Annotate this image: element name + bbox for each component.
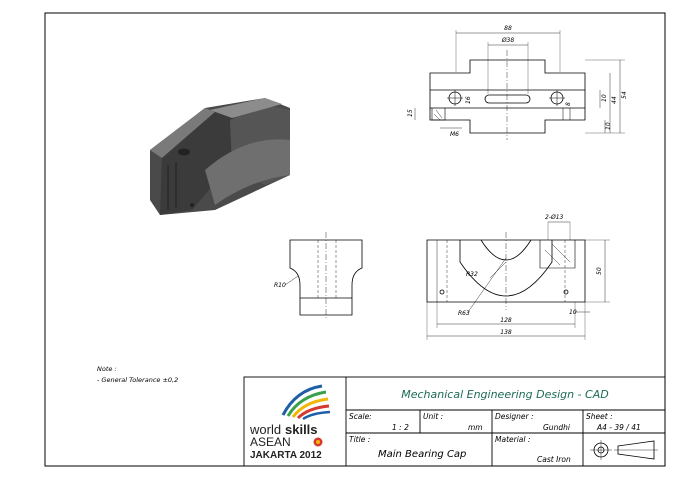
dim-small-b: 16 <box>465 96 472 104</box>
isometric-view <box>150 98 290 215</box>
designer-label: Designer : <box>495 412 534 421</box>
dim-front-r32: R32 <box>466 271 478 278</box>
dim-top-h3: 54 <box>621 91 628 99</box>
dim-side-radius: R10 <box>274 282 286 289</box>
svg-text:world: world <box>249 422 281 437</box>
note-heading: Note : <box>97 365 117 373</box>
title-value: Main Bearing Cap <box>378 449 466 460</box>
unit-label: Unit : <box>423 412 443 421</box>
dim-top-bottom: 10 <box>605 122 612 130</box>
front-view <box>426 221 610 340</box>
title-label: Title : <box>349 435 370 444</box>
scale-label: Scale: <box>349 412 372 421</box>
dim-front-holes: 2-Ø13 <box>545 214 564 221</box>
note-line: - General Tolerance ±0,2 <box>97 376 178 384</box>
dim-top-width: 88 <box>504 25 512 32</box>
dim-top-h1: 10 <box>601 94 608 102</box>
designer-value: Gundhi <box>543 423 571 432</box>
dim-front-128: 128 <box>500 317 512 324</box>
sheet-value: A4 - 39 / 41 <box>596 423 641 432</box>
dim-left-15: 15 <box>407 109 414 117</box>
material-value: Cast Iron <box>537 455 571 464</box>
project-title: Mechanical Engineering Design - CAD <box>401 388 609 401</box>
top-view <box>414 30 625 140</box>
dim-front-10: 10 <box>569 309 577 316</box>
svg-text:JAKARTA 2012: JAKARTA 2012 <box>250 450 322 461</box>
worldskills-logo: world skills ASEAN JAKARTA 2012 <box>249 384 331 461</box>
dim-front-138: 138 <box>500 329 512 336</box>
dim-thread: M6 <box>450 131 459 138</box>
dim-front-r63: R63 <box>458 310 470 317</box>
dim-front-height: 50 <box>596 267 603 275</box>
svg-text:ASEAN: ASEAN <box>250 435 291 449</box>
title-block <box>243 376 666 467</box>
svg-text:skills: skills <box>285 422 318 437</box>
dim-top-h2: 44 <box>611 96 618 104</box>
unit-value: mm <box>468 423 483 432</box>
side-view <box>284 232 363 320</box>
scale-value: 1 : 2 <box>392 423 409 432</box>
material-label: Material : <box>495 435 530 444</box>
sheet-label: Sheet : <box>586 412 613 421</box>
dim-small-a: 8 <box>565 102 572 106</box>
projection-symbol-icon <box>590 440 658 460</box>
dim-top-bore: Ø38 <box>501 37 515 44</box>
